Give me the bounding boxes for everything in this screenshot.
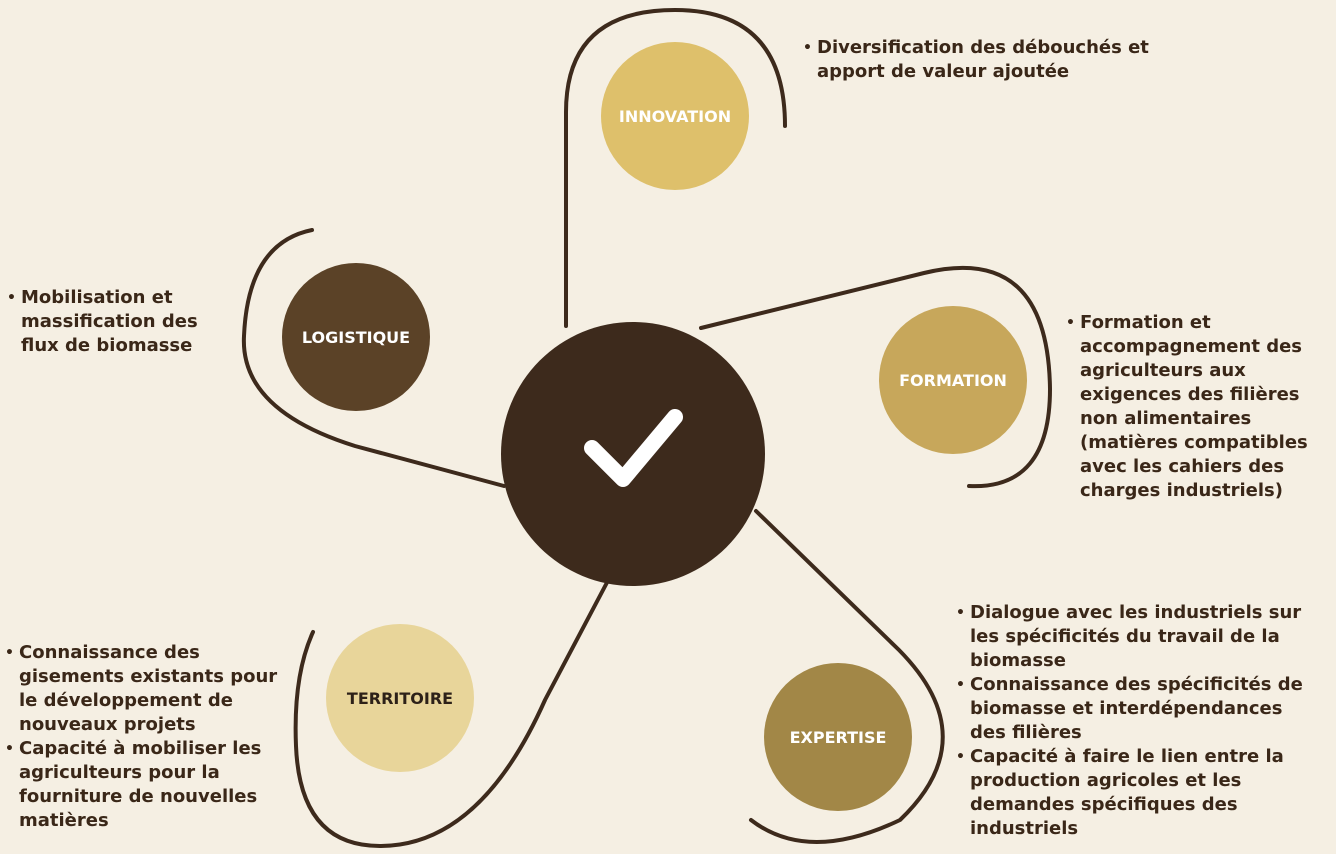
territoire-text: Connaissance des gisements existants pou… <box>5 641 290 833</box>
territoire-circle: TERRITOIRE <box>326 624 474 772</box>
expertise-circle: EXPERTISE <box>764 663 912 811</box>
territoire-label: TERRITOIRE <box>346 688 454 708</box>
logistique-label: LOGISTIQUE <box>301 327 411 347</box>
territoire-item-2: Capacité à mobiliser les agriculteurs po… <box>5 737 290 833</box>
formation-circle: FORMATION <box>879 306 1027 454</box>
connector-territoire <box>293 571 614 849</box>
logistique-circle: LOGISTIQUE <box>282 263 430 411</box>
innovation-item-1: Diversification des débouchés et apport … <box>803 36 1163 84</box>
connector-logistique <box>241 228 506 488</box>
innovation-circle: INNOVATION <box>601 42 749 190</box>
expertise-item-1: Dialogue avec les industriels sur les sp… <box>956 601 1316 673</box>
logistique-text: Mobilisation et massification des flux d… <box>7 286 227 358</box>
innovation-label: INNOVATION <box>618 106 732 126</box>
connector-expertise <box>749 509 945 844</box>
expertise-text: Dialogue avec les industriels sur les sp… <box>956 601 1316 841</box>
formation-label: FORMATION <box>899 370 1007 390</box>
innovation-text: Diversification des débouchés et apport … <box>803 36 1163 84</box>
formation-item-1: Formation et accompagnement des agricult… <box>1066 311 1336 503</box>
expertise-label: EXPERTISE <box>789 727 887 747</box>
checkmark-icon <box>584 409 683 487</box>
expertise-item-2: Connaissance des spécificités de biomass… <box>956 673 1316 745</box>
connector-innovation <box>564 7 787 328</box>
formation-text: Formation et accompagnement des agricult… <box>1066 311 1336 503</box>
expertise-item-3: Capacité à faire le lien entre la produc… <box>956 745 1316 841</box>
connector-formation <box>699 265 1053 489</box>
territoire-item-1: Connaissance des gisements existants pou… <box>5 641 290 737</box>
logistique-item-1: Mobilisation et massification des flux d… <box>7 286 227 358</box>
center-circle <box>501 322 765 586</box>
